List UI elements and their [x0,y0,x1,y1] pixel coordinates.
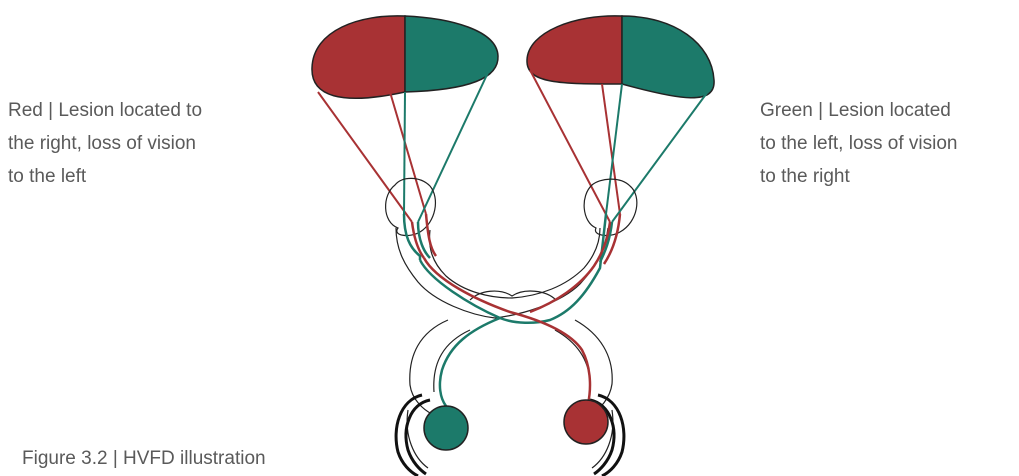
right-field-green-half [622,16,714,98]
red-pathway [412,214,620,404]
red-endpoint-circle [564,400,608,444]
right-field-red-half [527,16,622,84]
right-visual-field [527,16,714,98]
green-endpoint-circle [424,406,468,450]
left-field-red-half [312,16,405,98]
left-visual-field [312,16,498,98]
